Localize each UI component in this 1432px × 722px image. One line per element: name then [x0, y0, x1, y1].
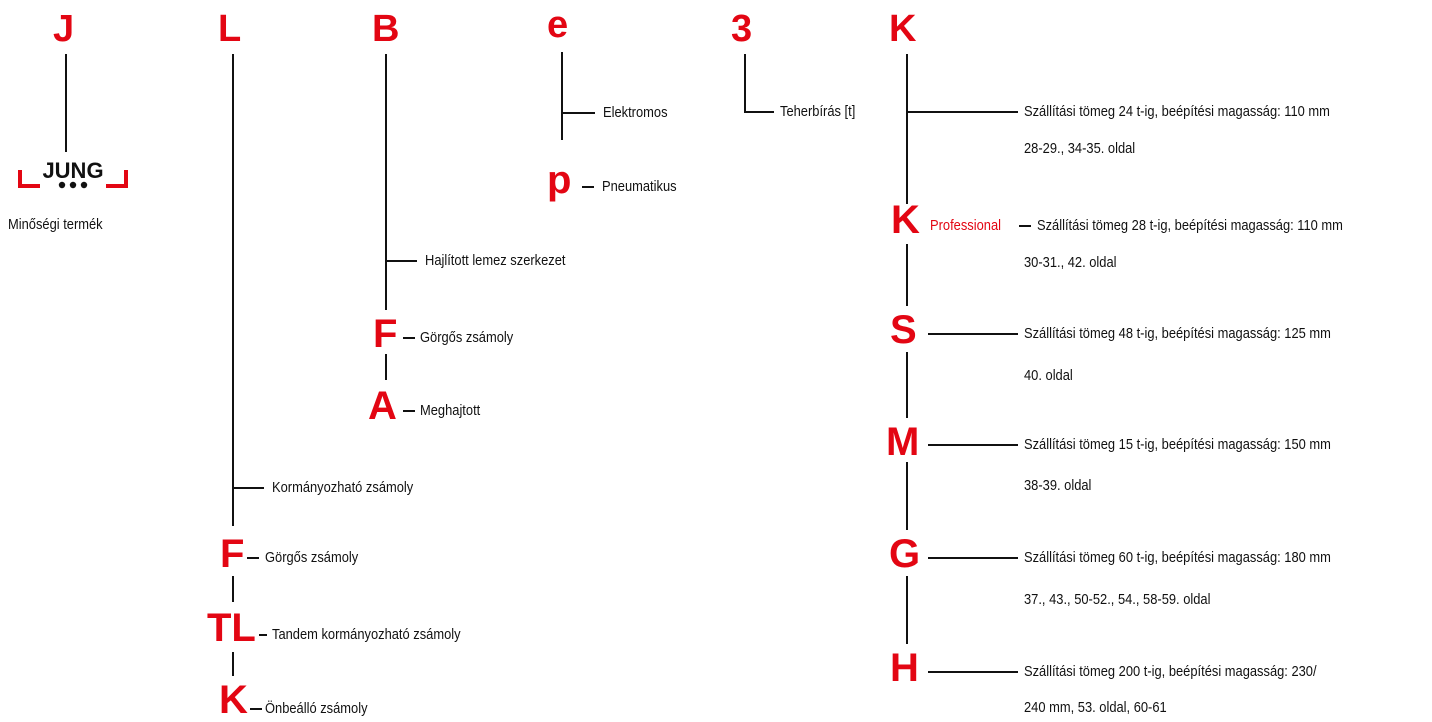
l-k-label: Önbeálló zsámoly [265, 700, 368, 717]
k-row-page: 40. oldal [1024, 367, 1073, 384]
connector-line [403, 337, 415, 339]
connector-line [250, 708, 262, 710]
connector-line [1019, 225, 1031, 227]
b-hajlitott-label: Hajlított lemez szerkezet [425, 252, 566, 269]
connector-line [232, 487, 264, 489]
k-g-letter: G [889, 532, 921, 576]
b-f-letter: F [373, 312, 398, 356]
connector-line [385, 260, 417, 262]
connector-line [385, 354, 387, 380]
k-vertical-line [906, 54, 908, 204]
k-row-page: 28-29., 34-35. oldal [1024, 140, 1136, 157]
header-letter-j: J [53, 8, 75, 50]
connector-line [403, 410, 415, 412]
l-f-label: Görgős zsámoly [265, 549, 359, 566]
connector-line [906, 244, 908, 306]
e-elektromos-label: Elektromos [603, 104, 668, 121]
connector-line [928, 333, 1018, 335]
connector-line [65, 54, 67, 152]
connector-line [906, 352, 908, 418]
e-p-label: Pneumatikus [602, 178, 677, 195]
connector-line [561, 112, 595, 114]
k-professional-letter: K [891, 198, 920, 242]
connector-line [259, 634, 267, 636]
header-letter-3: 3 [731, 8, 753, 50]
k-row-desc: Szállítási tömeg 24 t-ig, beépítési maga… [1024, 103, 1330, 120]
k-row-desc: Szállítási tömeg 48 t-ig, beépítési maga… [1024, 325, 1331, 342]
k-row-page: 240 mm, 53. oldal, 60-61 [1024, 699, 1167, 716]
connector-line [232, 576, 234, 602]
header-letter-b: B [372, 8, 400, 50]
k-row-desc: Szállítási tömeg 200 t-ig, beépítési mag… [1024, 663, 1317, 680]
connector-line [582, 186, 594, 188]
header-letter-k: K [889, 8, 917, 50]
b-a-label: Meghajtott [420, 402, 481, 419]
k-row-page: 37., 43., 50-52., 54., 58-59. oldal [1024, 591, 1211, 608]
3-vertical-line [744, 54, 746, 112]
header-letter-e: e [547, 4, 569, 46]
connector-line [906, 462, 908, 530]
logo-brand: JUNG [42, 158, 103, 183]
k-row-page: 38-39. oldal [1024, 477, 1092, 494]
k-row-desc: Szállítási tömeg 60 t-ig, beépítési maga… [1024, 549, 1331, 566]
connector-line [928, 671, 1018, 673]
connector-line [906, 576, 908, 644]
connector-line [906, 111, 1018, 113]
b-a-letter: A [368, 384, 397, 428]
k-row-desc: Szállítási tömeg 28 t-ig, beépítési maga… [1037, 217, 1343, 234]
connector-line [928, 557, 1018, 559]
l-k-letter: K [219, 678, 248, 722]
l-f-letter: F [220, 532, 245, 576]
k-m-letter: M [886, 420, 920, 464]
connector-line [744, 111, 774, 113]
e-p-letter: p [547, 158, 572, 202]
k-h-letter: H [890, 646, 919, 690]
header-letter-l: L [218, 8, 242, 50]
k-row-page: 30-31., 42. oldal [1024, 254, 1117, 271]
b-f-label: Görgős zsámoly [420, 329, 514, 346]
connector-line [247, 557, 259, 559]
k-professional-suffix: Professional [930, 217, 1001, 234]
connector-line [928, 444, 1018, 446]
k-s-letter: S [890, 308, 917, 352]
b-vertical-line [385, 54, 387, 310]
k-row-desc: Szállítási tömeg 15 t-ig, beépítési maga… [1024, 436, 1331, 453]
connector-line [232, 652, 234, 676]
l-tl-letter: TL [207, 606, 256, 650]
l-kormanyozhato-label: Kormányozható zsámoly [272, 479, 414, 496]
l-tl-label: Tandem kormányozható zsámoly [272, 626, 461, 643]
3-teherbiras-label: Teherbírás [t] [780, 103, 856, 120]
l-vertical-line [232, 54, 234, 526]
e-vertical-line [561, 52, 563, 140]
logo-caption: Minőségi termék [8, 216, 103, 233]
jung-logo: JUNG [18, 158, 128, 189]
